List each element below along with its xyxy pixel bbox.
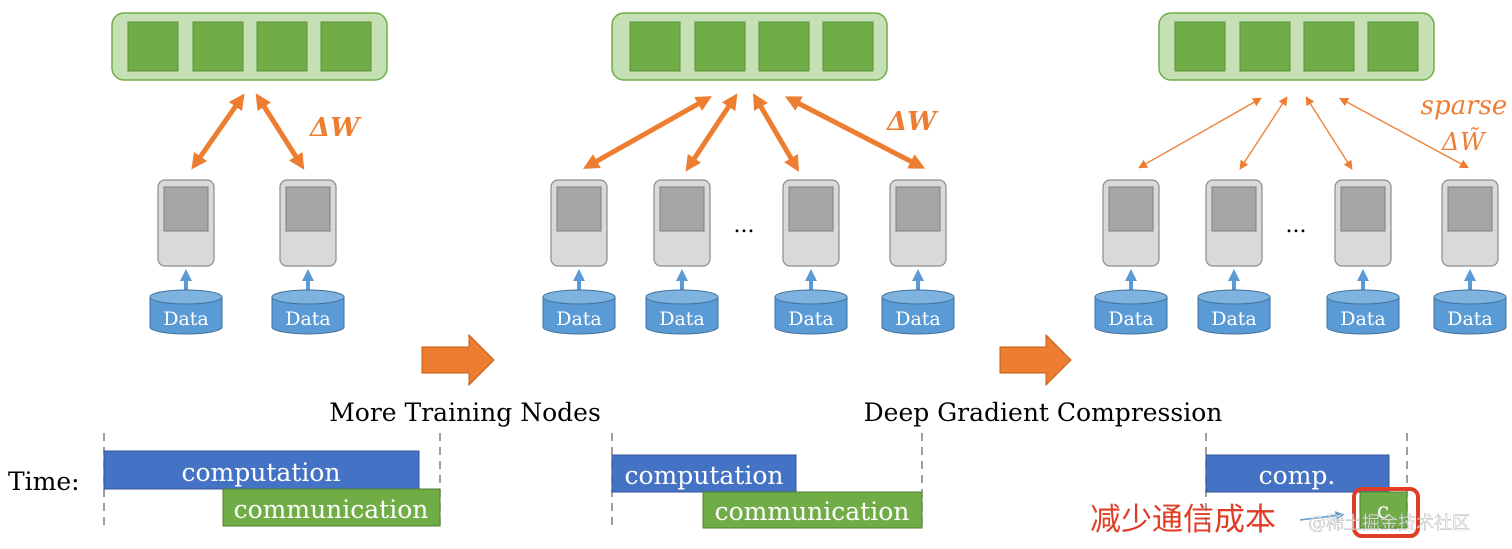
data-label: Data — [556, 308, 602, 330]
worker-node: Data — [271, 179, 345, 335]
data-label: Data — [788, 308, 834, 330]
delta-symbol: Δ — [1441, 128, 1459, 156]
param-cell — [694, 21, 746, 72]
worker-node: Data — [1433, 179, 1507, 335]
transition-label-dgc: Deep Gradient Compression — [864, 398, 1223, 427]
panel-2: ΔW Data Data ... Data — [542, 12, 955, 335]
timeline-3: comp. c — [1205, 433, 1420, 538]
param-cell — [629, 21, 681, 72]
gradient-arrow — [583, 96, 712, 169]
gradient-arrow — [784, 96, 926, 169]
gradient-arrow — [752, 93, 800, 172]
annotation-reduce-cost: 减少通信成本 — [1090, 502, 1276, 538]
sparse-gradient-arrow — [1338, 97, 1470, 169]
parameter-server — [1158, 12, 1435, 81]
data-label: Data — [285, 308, 331, 330]
sparse-gradient-arrow — [1239, 96, 1288, 170]
worker-node: Data — [774, 179, 848, 335]
watermark-text: @稀土掘金技术社区 — [1308, 513, 1470, 534]
param-cell — [822, 21, 874, 72]
transition-arrow — [421, 333, 495, 387]
data-label: Data — [1211, 308, 1257, 330]
communication-label: communication — [715, 497, 910, 526]
panel-1: ΔW Data Data — [111, 12, 388, 335]
computation-bar — [1205, 454, 1390, 493]
sparse-label: sparse — [1421, 91, 1508, 121]
computation-label: comp. — [1259, 461, 1336, 490]
data-label: Data — [1447, 308, 1493, 330]
worker-node: Data — [645, 179, 719, 335]
computation-bar — [611, 454, 797, 493]
data-label: Data — [659, 308, 705, 330]
gradient-arrow — [255, 93, 305, 170]
parameter-server — [111, 12, 388, 81]
data-label: Data — [895, 308, 941, 330]
communication-bar — [222, 488, 441, 527]
param-cell — [1174, 21, 1226, 72]
computation-bar — [103, 450, 420, 490]
sparse-gradient-arrow — [1138, 97, 1262, 169]
param-cell — [256, 21, 308, 72]
communication-label: communication — [234, 495, 429, 524]
computation-label: computation — [624, 461, 783, 490]
param-cell — [320, 21, 372, 72]
param-cell — [127, 21, 179, 72]
param-cell — [1239, 21, 1291, 72]
worker-node: Data — [149, 179, 223, 335]
param-cell — [1303, 21, 1355, 72]
sparse-w-tilde-label: W̃ — [1460, 128, 1487, 156]
gradient-arrow — [685, 93, 738, 172]
sparse-gradient-arrow — [1305, 96, 1353, 170]
worker-node: Data — [881, 179, 955, 335]
time-label: Time: — [8, 467, 80, 496]
communication-bar — [1359, 491, 1408, 529]
communication-label: c — [1377, 499, 1389, 524]
worker-node: Data — [542, 179, 616, 335]
data-cylinder: Data — [271, 289, 345, 335]
transition-arrow — [999, 333, 1072, 387]
gradient-arrow — [191, 93, 245, 170]
parameter-server — [611, 12, 888, 81]
data-label: Data — [1340, 308, 1386, 330]
panel-3: sparse Δ W̃ Data Data ... Data — [1094, 12, 1508, 335]
worker-node: Data — [1326, 179, 1400, 335]
highlight-box — [1352, 487, 1420, 538]
communication-bar — [702, 491, 923, 529]
delta-w-label: ΔW — [308, 113, 362, 143]
worker-node: Data — [1094, 179, 1168, 335]
data-cylinder: Data — [149, 289, 223, 335]
transition-label-more-nodes: More Training Nodes — [329, 398, 601, 427]
timeline-1: computation communication — [103, 433, 441, 530]
worker-node: Data — [1197, 179, 1271, 335]
computation-label: computation — [181, 458, 340, 487]
data-label: Data — [163, 308, 209, 330]
timeline-2: computation communication — [611, 433, 923, 530]
ellipsis: ... — [1286, 213, 1307, 238]
param-cell — [758, 21, 810, 72]
ellipsis: ... — [734, 213, 755, 238]
delta-w-label: ΔW — [885, 107, 939, 137]
param-cell — [1367, 21, 1419, 72]
annotation-arrow — [1299, 511, 1345, 521]
param-cell — [192, 21, 244, 72]
data-label: Data — [1108, 308, 1154, 330]
